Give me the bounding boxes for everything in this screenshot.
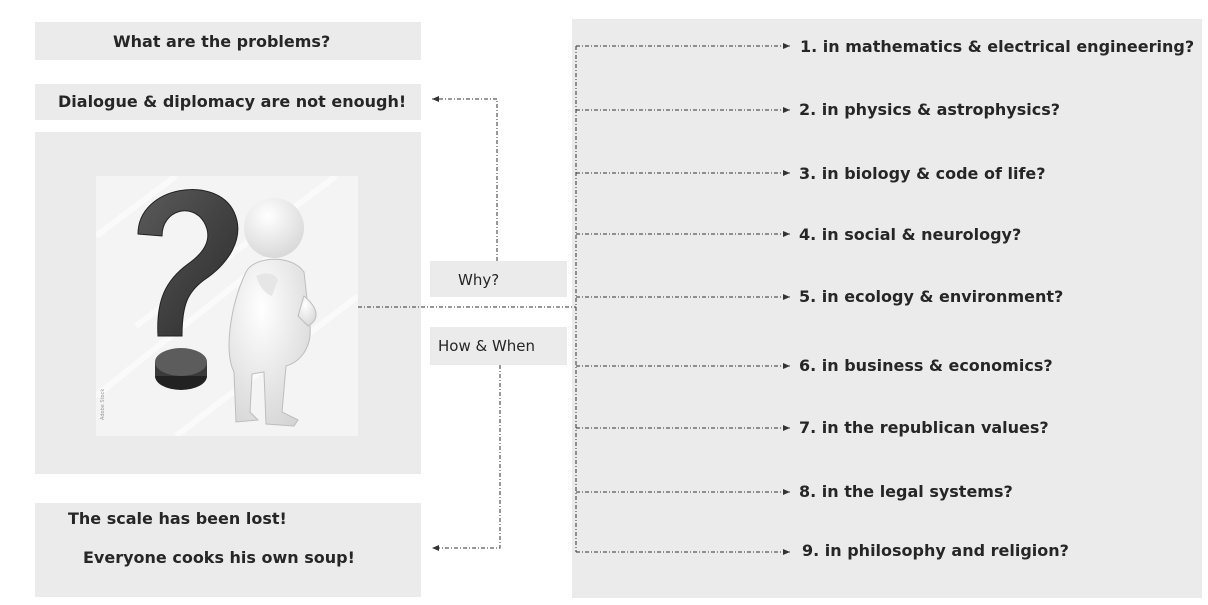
problems-title: What are the problems? [113, 32, 331, 51]
conclusion-box [35, 503, 421, 597]
list-item-7: 7. in the republican values? [799, 418, 1049, 437]
how-to-conclusion-arrow [432, 365, 501, 551]
list-item-6: 6. in business & economics? [799, 356, 1053, 375]
dialogue-box [35, 84, 421, 120]
why-label: Why? [458, 271, 500, 289]
scale-text: The scale has been lost! [68, 509, 287, 528]
how-label: How & When [438, 337, 536, 355]
right-panel [572, 19, 1202, 598]
list-item-3: 3. in biology & code of life? [799, 164, 1046, 183]
how-box [430, 327, 567, 365]
list-item-2: 2. in physics & astrophysics? [799, 100, 1061, 119]
svg-text:Adobe Stock: Adobe Stock [100, 389, 106, 420]
problems-title-box [35, 22, 421, 60]
why-to-dialogue-arrow [432, 96, 498, 261]
question-mark-figure-icon: Adobe Stock [96, 176, 358, 436]
list-item-1: 1. in mathematics & electrical engineeri… [800, 37, 1195, 56]
why-box [430, 261, 567, 297]
list-item-4: 4. in social & neurology? [799, 225, 1022, 244]
soup-text: Everyone cooks his own soup! [83, 548, 355, 567]
list-item-9: 9. in philosophy and religion? [802, 541, 1069, 560]
dialogue-text: Dialogue & diplomacy are not enough! [58, 92, 407, 111]
list-item-8: 8. in the legal systems? [799, 482, 1013, 501]
list-item-5: 5. in ecology & environment? [799, 287, 1064, 306]
